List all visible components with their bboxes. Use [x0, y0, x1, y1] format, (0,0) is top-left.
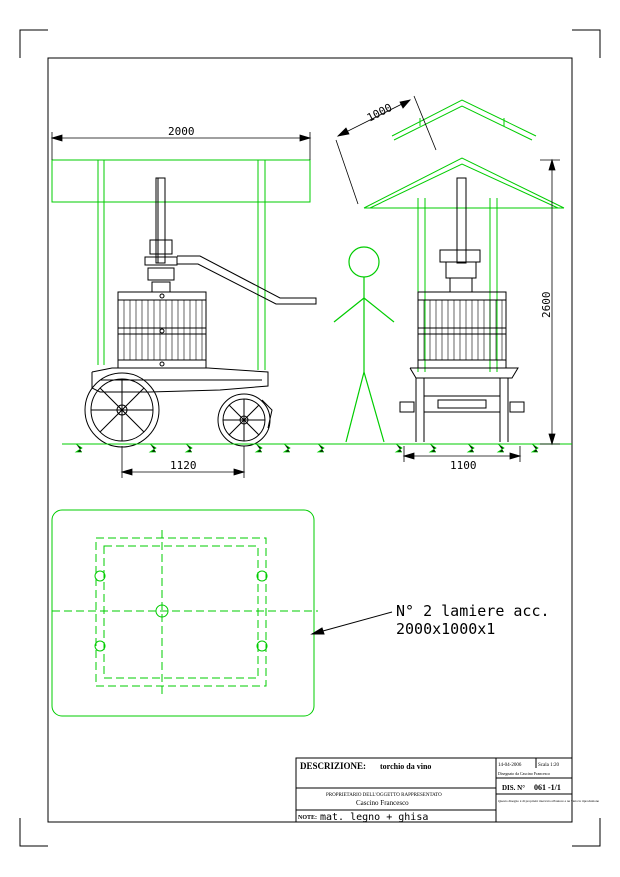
descr-label: DESCRIZIONE: [300, 761, 366, 771]
descr-value: torchio da vino [380, 762, 431, 771]
owner-label: PROPRIETARIO DELL'OGGETTO RAPPRESENTATO [326, 793, 442, 798]
ground-line [62, 443, 572, 453]
drawn-by: Disegnato da Cascino Francesco [498, 771, 550, 776]
dis-value: 061 -1/1 [534, 783, 561, 792]
corner-marks [19, 29, 601, 847]
note-value: mat. legno + ghisa [320, 812, 428, 823]
dim-width-front: 1100 [450, 459, 477, 472]
front-view [363, 99, 565, 442]
date: 14-04-2006 [498, 763, 522, 768]
side-view [51, 159, 317, 448]
human-scale-figure [333, 246, 395, 443]
owner-value: Cascino Francesco [356, 799, 409, 807]
dim-roof: 1000 [365, 101, 395, 125]
side-dimensions [50, 132, 312, 478]
dim-height: 2600 [540, 292, 553, 319]
title-block [295, 757, 573, 823]
dim-width-side: 2000 [168, 125, 195, 138]
copyright-note: Questo disegno è di proprietà riservata … [498, 799, 600, 803]
dis-label: DIS. N° [502, 784, 525, 792]
scale: Scala 1:20 [538, 763, 559, 768]
note-leader [310, 611, 393, 635]
note-label: NOTE: [298, 815, 317, 821]
dim-wheelbase: 1120 [170, 459, 197, 472]
note-line-2: 2000x1000x1 [396, 620, 495, 638]
plan-view [51, 509, 318, 717]
note-line-1: N° 2 lamiere acc. [396, 602, 550, 620]
front-dimensions [335, 95, 560, 462]
